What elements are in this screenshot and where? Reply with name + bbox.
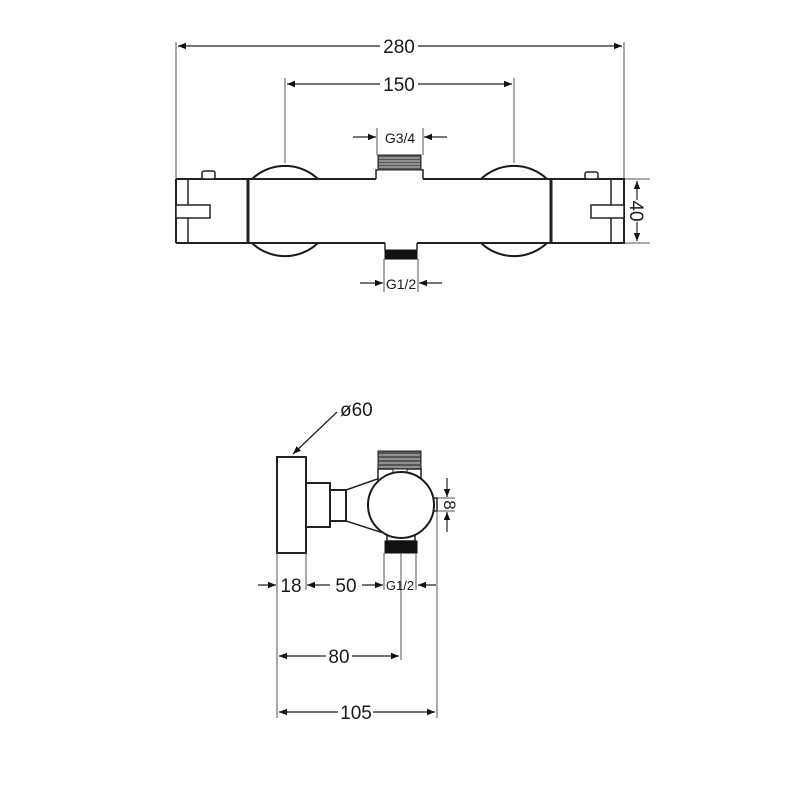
dim-80-label: 80 <box>328 647 349 668</box>
dim-280-label: 280 <box>383 37 415 58</box>
dimension-outlet-distance: 80 <box>279 647 399 668</box>
side-view: ø60 <box>258 400 459 724</box>
left-handle-bottom <box>251 242 319 258</box>
front-view: 280 150 G3/4 <box>175 37 650 292</box>
valve-body-circle <box>367 471 435 539</box>
dim-diameter-label: ø60 <box>340 400 373 421</box>
dimension-overall-width: 280 <box>178 37 622 58</box>
dimension-top-connection: G3/4 <box>353 130 447 146</box>
left-handle-top <box>251 164 319 180</box>
left-lever <box>175 204 211 219</box>
dimension-flange-diameter: ø60 <box>292 400 373 455</box>
dimension-row-depths: 18 50 G1/2 <box>258 576 436 597</box>
bottom-thread <box>384 243 418 260</box>
dimension-offset-8: 8 <box>440 478 459 532</box>
left-knob <box>201 170 216 180</box>
dimension-overall-depth: 105 <box>279 703 435 724</box>
wall-flange <box>276 456 307 554</box>
connector-block <box>305 482 331 528</box>
dim-150-label: 150 <box>383 75 415 96</box>
right-lever <box>590 204 625 219</box>
dimension-bottom-connection: G1/2 <box>360 276 442 292</box>
right-knob <box>584 171 599 180</box>
right-handle-bottom <box>480 242 548 258</box>
dim-50-label: 50 <box>335 576 356 597</box>
dim-g12-label: G1/2 <box>386 276 417 292</box>
dimension-handle-spacing: 150 <box>287 75 512 96</box>
connector-neck <box>329 489 347 522</box>
dimension-height: 40 <box>625 181 646 241</box>
dim-g34-label: G3/4 <box>385 130 416 146</box>
dim-8-label: 8 <box>440 500 459 509</box>
top-thread <box>375 154 424 179</box>
right-handle-top <box>480 164 548 180</box>
dim-18-label: 18 <box>280 576 301 597</box>
notch <box>433 497 438 512</box>
dim-40-label: 40 <box>625 200 646 221</box>
dim-side-g12-label: G1/2 <box>386 578 414 593</box>
dim-105-label: 105 <box>340 703 372 724</box>
